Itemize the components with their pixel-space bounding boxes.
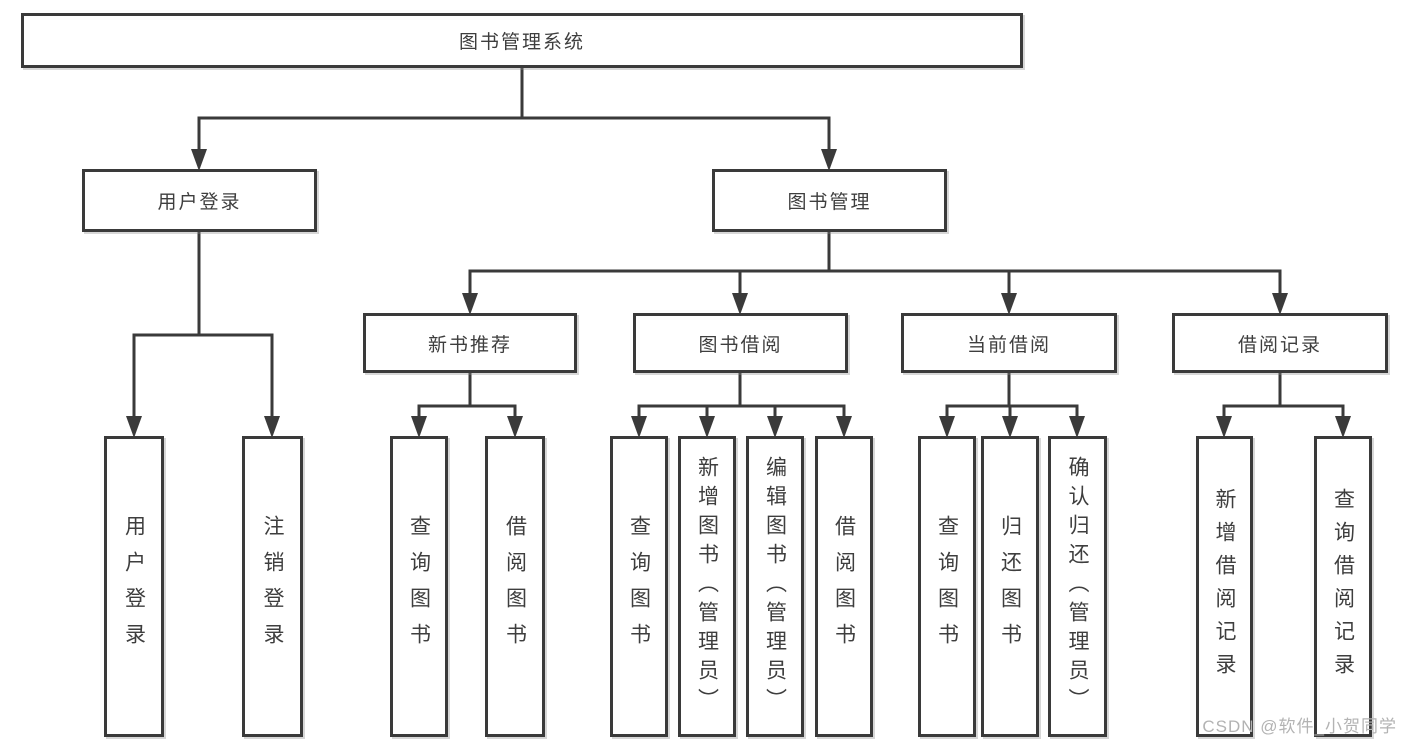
- node-edit-books-admin: 编辑图书（管理员）: [746, 436, 804, 737]
- node-borrow-books-recommend: 借阅图书: [485, 436, 545, 737]
- node-add-borrow-record: 新增借阅记录: [1196, 436, 1253, 737]
- node-borrowing-records: 借阅记录: [1172, 313, 1388, 373]
- node-root: 图书管理系统: [21, 13, 1023, 68]
- node-query-books-recommend: 查询图书: [390, 436, 448, 737]
- node-query-books-current: 查询图书: [918, 436, 976, 737]
- node-return-books: 归还图书: [981, 436, 1039, 737]
- node-logout: 注销登录: [242, 436, 303, 737]
- node-confirm-return-admin: 确认归还（管理员）: [1048, 436, 1107, 737]
- node-borrow-books: 借阅图书: [815, 436, 873, 737]
- csdn-watermark: CSDN @软件_小贺同学: [1202, 717, 1397, 736]
- node-user-login-module: 用户登录: [82, 169, 317, 232]
- node-book-borrowing: 图书借阅: [633, 313, 848, 373]
- node-current-borrowing: 当前借阅: [901, 313, 1117, 373]
- node-new-book-recommend: 新书推荐: [363, 313, 577, 373]
- node-query-borrow-record: 查询借阅记录: [1314, 436, 1372, 737]
- node-query-books-borrow: 查询图书: [610, 436, 668, 737]
- node-user-login: 用户登录: [104, 436, 164, 737]
- node-book-management: 图书管理: [712, 169, 947, 232]
- node-add-books-admin: 新增图书（管理员）: [678, 436, 736, 737]
